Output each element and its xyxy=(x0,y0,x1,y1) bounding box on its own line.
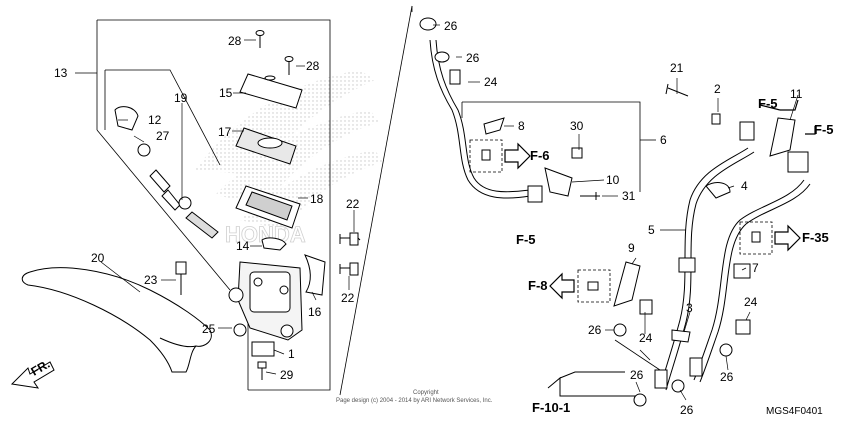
dashed-reference-boxes xyxy=(469,139,773,303)
callout-17: 17 xyxy=(218,125,232,139)
callout-19: 19 xyxy=(174,91,188,105)
callout-6: 6 xyxy=(660,133,667,147)
callout-8: 8 xyxy=(518,119,525,133)
ref-f6: F-6 xyxy=(530,148,550,163)
callout-4: 4 xyxy=(741,179,748,193)
f10-leader xyxy=(547,371,645,397)
callout-1: 1 xyxy=(288,347,295,361)
callout-12: 12 xyxy=(148,113,162,127)
callout-labels: 13 28 28 15 17 18 14 16 12 27 19 22 22 2… xyxy=(54,19,803,417)
reference-codes: F-6 F-5 F-5 F-5 F-35 F-8 F-10-1 xyxy=(516,96,834,415)
callout-5: 5 xyxy=(648,223,655,237)
callout-24c: 24 xyxy=(744,295,758,309)
master-cylinder-parts xyxy=(114,30,361,380)
ref-f5-mid: F-5 xyxy=(758,96,778,111)
callout-26e: 26 xyxy=(630,368,644,382)
ref-f5-upper: F-5 xyxy=(516,232,536,247)
callout-14: 14 xyxy=(236,239,250,253)
separator-line xyxy=(339,5,413,396)
callout-3: 3 xyxy=(686,301,693,315)
callout-20: 20 xyxy=(91,251,105,265)
callout-26f: 26 xyxy=(680,403,694,417)
reference-arrows xyxy=(504,99,816,300)
ref-f35: F-35 xyxy=(802,230,829,245)
callout-21: 21 xyxy=(670,61,684,75)
ref-f10-1: F-10-1 xyxy=(532,400,570,415)
callout-2: 2 xyxy=(714,82,721,96)
dashed-box-contents xyxy=(481,149,761,291)
callout-27: 27 xyxy=(156,129,170,143)
callout-31: 31 xyxy=(622,189,636,203)
callout-18: 18 xyxy=(310,192,324,206)
ref-f5-right: F-5 xyxy=(814,122,834,137)
master-cylinder-frame xyxy=(96,19,331,391)
callout-26b: 26 xyxy=(466,51,480,65)
diagram-code: MGS4F0401 xyxy=(766,406,823,417)
callout-22b: 22 xyxy=(341,291,355,305)
callout-26a: 26 xyxy=(444,19,458,33)
callout-24b: 24 xyxy=(639,331,653,345)
callout-11: 11 xyxy=(790,87,803,101)
callout-28a: 28 xyxy=(228,34,242,48)
callout-26d: 26 xyxy=(720,370,734,384)
callout-10: 10 xyxy=(606,173,620,187)
ref-f8: F-8 xyxy=(528,278,548,293)
callout-16: 16 xyxy=(308,305,322,319)
callout-13: 13 xyxy=(54,66,68,80)
callout-28b: 28 xyxy=(306,59,320,73)
upper-brake-hose xyxy=(419,17,600,203)
washer-frame xyxy=(614,339,661,371)
callout-26c: 26 xyxy=(588,323,602,337)
copyright-title: Copyright xyxy=(413,390,439,396)
callout-24a: 24 xyxy=(484,75,498,89)
callout-30: 30 xyxy=(570,119,584,133)
callout-9: 9 xyxy=(628,241,635,255)
callout-29: 29 xyxy=(280,368,294,382)
copyright-line: Page design (c) 2004 - 2014 by ARI Netwo… xyxy=(336,398,493,404)
hose-bracket-frame xyxy=(461,101,656,192)
callout-23: 23 xyxy=(144,273,158,287)
lower-brake-hoses xyxy=(613,83,811,407)
front-direction-arrow xyxy=(10,361,55,389)
callout-22a: 22 xyxy=(346,197,360,211)
callout-15: 15 xyxy=(219,86,233,100)
callout-7: 7 xyxy=(752,261,759,275)
callout-25: 25 xyxy=(202,322,216,336)
leader-lines xyxy=(75,24,799,401)
brake-lever xyxy=(21,267,212,373)
